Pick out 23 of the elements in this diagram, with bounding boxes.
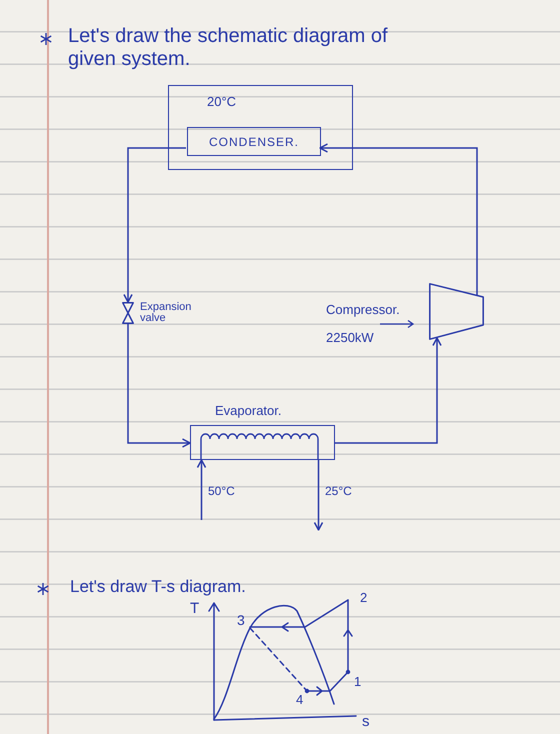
temperature-text: 20°C (207, 94, 236, 109)
axis-label: s (362, 713, 370, 730)
state-point-label: 4 (296, 692, 304, 707)
edge-label: 50°C (208, 484, 235, 498)
fluid-flow-arrow (314, 460, 324, 531)
flow-arrow (335, 337, 442, 444)
edge-label: 25°C (325, 484, 352, 498)
heading-text: Let's draw the schematic diagram of given system. (68, 25, 389, 71)
flow-arrow (127, 324, 191, 448)
valve-label: Expansion valve (140, 302, 192, 324)
power-label: 2250kW (326, 330, 374, 345)
flow-arrow (319, 143, 478, 296)
flow-arrow (123, 147, 186, 303)
axis-label: T (190, 600, 200, 617)
state-point-label: 1 (354, 674, 362, 689)
state-point-label: 3 (237, 612, 245, 628)
fluid-flow-arrow (196, 459, 206, 520)
component-label: Compressor. (326, 302, 400, 317)
state-point-label: 2 (360, 590, 368, 605)
component-label: Evaporator. (215, 403, 282, 418)
enclosure-box (168, 85, 353, 170)
condenser-box: CONDENSER. (187, 127, 321, 156)
heading-text: Let's draw T-s diagram. (70, 577, 246, 597)
